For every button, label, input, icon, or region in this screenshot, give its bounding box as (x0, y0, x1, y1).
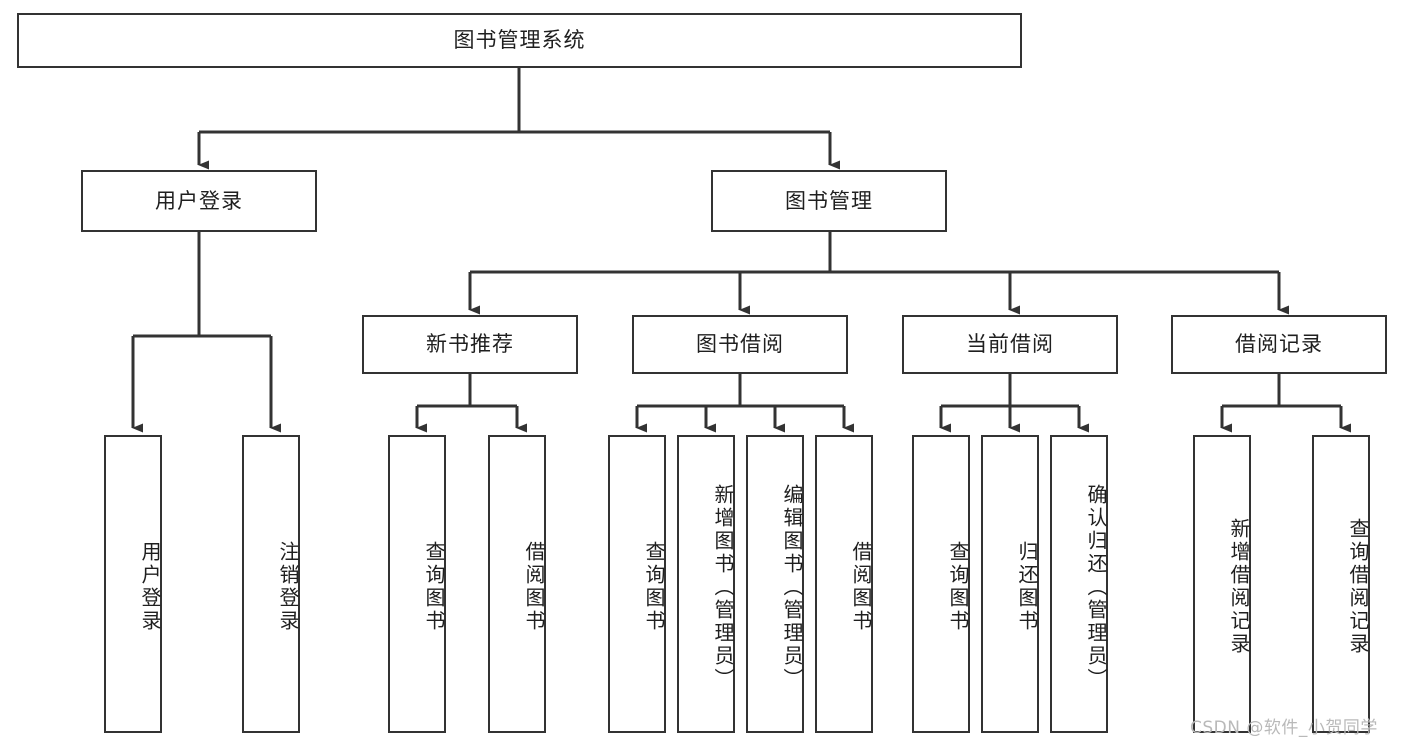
node-leaf-query-book-recommend[interactable]: 查询图书 (388, 435, 446, 733)
node-leaf-edit-book-admin[interactable]: 编辑图书（管理员） (746, 435, 804, 733)
node-label: 查询图书 (642, 541, 666, 633)
node-label: 借阅记录 (1235, 332, 1323, 357)
node-borrow-record[interactable]: 借阅记录 (1171, 315, 1387, 374)
node-leaf-query-borrow-record[interactable]: 查询借阅记录 (1312, 435, 1370, 733)
node-leaf-add-book-admin[interactable]: 新增图书（管理员） (677, 435, 735, 733)
node-leaf-return-book[interactable]: 归还图书 (981, 435, 1039, 733)
node-new-book-recommend[interactable]: 新书推荐 (362, 315, 578, 374)
node-label: 查询图书 (946, 541, 970, 633)
node-label: 查询图书 (422, 541, 446, 633)
node-leaf-borrow-book[interactable]: 借阅图书 (815, 435, 873, 733)
node-label: 图书管理系统 (453, 28, 586, 53)
node-root-book-management-system[interactable]: 图书管理系统 (17, 13, 1022, 68)
node-user-login[interactable]: 用户登录 (81, 170, 317, 232)
node-leaf-add-borrow-record[interactable]: 新增借阅记录 (1193, 435, 1251, 733)
node-label: 图书借阅 (696, 332, 784, 357)
node-label: 用户登录 (138, 541, 162, 633)
node-label: 当前借阅 (966, 332, 1054, 357)
node-current-borrow[interactable]: 当前借阅 (902, 315, 1118, 374)
node-label: 归还图书 (1015, 541, 1039, 633)
node-book-management[interactable]: 图书管理 (711, 170, 947, 232)
node-label: 图书管理 (785, 188, 873, 213)
node-label: 借阅图书 (849, 541, 873, 633)
node-leaf-confirm-return-admin[interactable]: 确认归还（管理员） (1050, 435, 1108, 733)
node-label: 新增借阅记录 (1227, 518, 1251, 656)
node-leaf-borrow-book-recommend[interactable]: 借阅图书 (488, 435, 546, 733)
node-leaf-query-book-borrow[interactable]: 查询图书 (608, 435, 666, 733)
node-label: 编辑图书（管理员） (780, 483, 804, 691)
node-label: 新增图书（管理员） (711, 483, 735, 691)
node-leaf-logout-login[interactable]: 注销登录 (242, 435, 300, 733)
node-label: 新书推荐 (426, 332, 514, 357)
node-leaf-query-book-current[interactable]: 查询图书 (912, 435, 970, 733)
node-label: 查询借阅记录 (1346, 518, 1370, 656)
node-book-borrow[interactable]: 图书借阅 (632, 315, 848, 374)
node-label: 注销登录 (276, 541, 300, 633)
node-label: 借阅图书 (522, 541, 546, 633)
node-leaf-user-login[interactable]: 用户登录 (104, 435, 162, 733)
node-label: 用户登录 (155, 188, 243, 213)
node-label: 确认归还（管理员） (1084, 483, 1108, 691)
